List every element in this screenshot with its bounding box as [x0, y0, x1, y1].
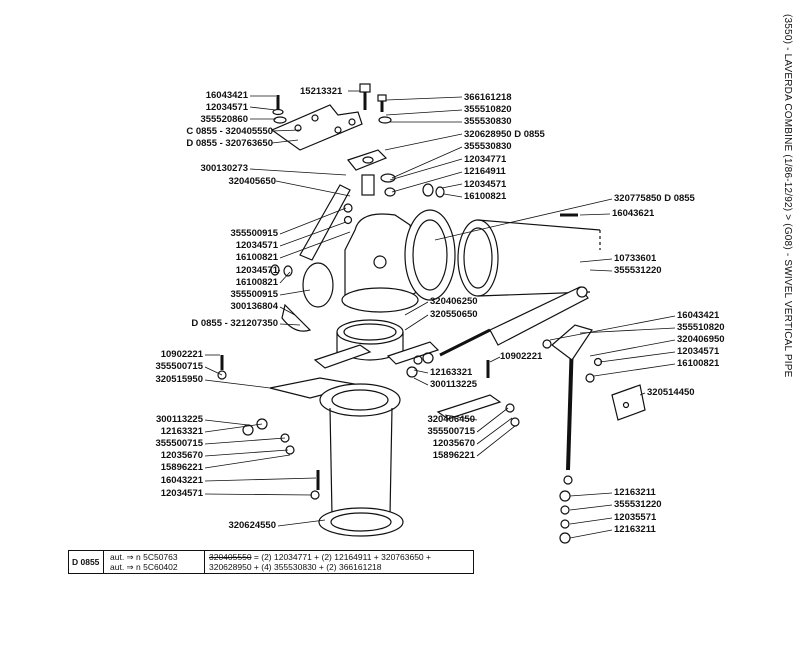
part-label: 320406250 — [430, 296, 478, 307]
part-label: 355500715 — [427, 426, 475, 437]
part-label: 300113225 — [155, 414, 203, 425]
part-label: 355500715 — [155, 438, 203, 449]
part-label: 355510820 — [677, 322, 725, 333]
part-label: 12034571 — [160, 488, 203, 499]
top-bolts — [359, 83, 392, 124]
variant-note-table: D 0855 aut. ⇒ n 5C50763 aut. ⇒ n 5C60402… — [68, 550, 474, 574]
leader-lines — [204, 90, 676, 539]
part-label: 12163211 — [614, 487, 656, 498]
part-label: 16043421 — [677, 310, 720, 321]
part-label: 12034771 — [464, 154, 507, 165]
part-label: 320514450 — [647, 387, 695, 398]
part-label: 16043221 — [160, 475, 203, 486]
part-label: 300136804 — [230, 301, 278, 312]
part-label: 300130273 — [200, 163, 248, 174]
note-superseded-part: 320405550 — [209, 552, 252, 562]
part-label: 320624550 — [228, 520, 276, 531]
part-label: 16100821 — [677, 358, 720, 369]
part-label: 12034571 — [464, 179, 507, 190]
part-label: 12035571 — [614, 512, 657, 523]
part-label: 10733601 — [614, 253, 657, 264]
part-label: 300113225 — [430, 379, 478, 390]
part-label: 10902221 — [500, 351, 543, 362]
diagram-title: (3550) - LAVERDA COMBINE (1/86-12/92) > … — [782, 14, 793, 378]
part-label: 320515950 — [155, 374, 203, 385]
swivel-bracket — [346, 149, 396, 197]
part-label: 320775850 D 0855 — [614, 193, 695, 204]
part-label: 355531220 — [614, 499, 662, 510]
part-label: 16100821 — [235, 277, 278, 288]
part-label: 15896221 — [160, 462, 203, 473]
part-label: 15896221 — [432, 450, 475, 461]
hydraulic-cylinder — [439, 286, 589, 357]
vertical-pipe — [318, 383, 404, 537]
note-serial-2: aut. ⇒ n 5C60402 — [110, 562, 178, 572]
part-label: D 0855 - 320763650 — [186, 138, 273, 149]
part-label: C 0855 - 320405550 — [186, 126, 273, 137]
part-label: 15213321 — [300, 86, 343, 97]
part-label: D 0855 - 321207350 — [191, 318, 278, 329]
part-label: 12164911 — [464, 166, 506, 177]
note-text-2: 320628950 + (4) 355530830 + (2) 36616121… — [209, 562, 382, 572]
part-label: 320550650 — [430, 309, 478, 320]
part-label: 320406450 — [427, 414, 475, 425]
part-label: 355530830 — [464, 116, 512, 127]
vertical-rod — [551, 324, 593, 485]
part-label: 12034571 — [677, 346, 720, 357]
note-code: D 0855 — [72, 557, 100, 567]
clamp-plates — [269, 341, 502, 420]
part-label: 366161218 — [464, 92, 512, 103]
note-code-cell: D 0855 — [69, 551, 104, 573]
small-hardware — [217, 183, 603, 544]
gasket-disc — [281, 262, 334, 332]
part-label: 16100821 — [464, 191, 507, 202]
part-label: 355531220 — [614, 265, 662, 276]
part-label: 16100821 — [235, 252, 278, 263]
note-serial-cell: aut. ⇒ n 5C50763 aut. ⇒ n 5C60402 — [104, 551, 205, 573]
part-label: 12034571 — [235, 265, 278, 276]
right-bracket — [611, 384, 646, 421]
part-label: 320628950 D 0855 — [464, 129, 545, 140]
part-label: 12034571 — [235, 240, 278, 251]
collar-ring — [336, 319, 404, 361]
part-label: 355530830 — [464, 141, 512, 152]
part-label: 16043621 — [612, 208, 655, 219]
horizontal-pipe — [457, 219, 601, 297]
top-mounting-plate — [270, 95, 363, 151]
note-text-1: 320405550 = (2) 12034771 + (2) 12164911 … — [209, 552, 431, 562]
left-arm — [299, 184, 351, 261]
part-label: 355520860 — [200, 114, 248, 125]
part-label: 355510820 — [464, 104, 512, 115]
part-label: 12163321 — [160, 426, 203, 437]
part-label: 10902221 — [160, 349, 203, 360]
part-label: 355500915 — [230, 289, 278, 300]
part-label: 12035670 — [160, 450, 203, 461]
part-label: 12163321 — [430, 367, 473, 378]
part-label: 12034571 — [205, 102, 248, 113]
part-label: 320406950 — [677, 334, 725, 345]
note-text-cell: 320405550 = (2) 12034771 + (2) 12164911 … — [206, 551, 472, 573]
part-label: 12035670 — [432, 438, 475, 449]
note-serial-1: aut. ⇒ n 5C50763 — [110, 552, 178, 562]
note-replacement-parts: = (2) 12034771 + (2) 12164911 + 32076365… — [251, 552, 431, 562]
part-label: 16043421 — [205, 90, 248, 101]
part-label: 12163211 — [614, 524, 656, 535]
part-label: 320405650 — [228, 176, 276, 187]
part-label: 355500715 — [155, 361, 203, 372]
swivel-elbow — [341, 209, 456, 313]
part-label: 355500915 — [230, 228, 278, 239]
